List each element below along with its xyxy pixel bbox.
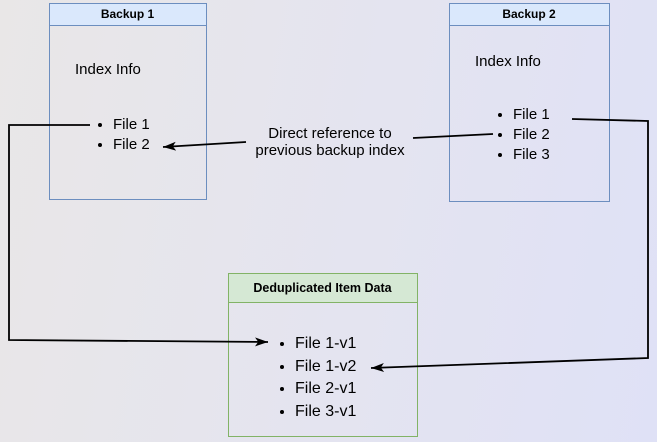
backup1-node: Backup 1 <box>48 3 207 200</box>
direct-reference-label-line2: previous backup index <box>255 142 405 159</box>
list-item-file3-v1: File 3-v1 <box>295 401 356 424</box>
backup2-index-info-label: Index Info <box>475 53 541 70</box>
backup1-header: Backup 1 <box>49 4 206 26</box>
list-item-file2: File 2 <box>113 135 150 155</box>
backup2-header: Backup 2 <box>449 4 609 26</box>
dedup-title: Deduplicated Item Data <box>253 281 392 295</box>
backup1-title: Backup 1 <box>100 7 155 21</box>
direct-reference-label: Direct reference to previous backup inde… <box>220 125 440 159</box>
backup2-title: Backup 2 <box>502 7 556 21</box>
list-item-file1-v1: File 1-v1 <box>295 333 356 356</box>
backup1-index-info-label: Index Info <box>75 61 141 78</box>
backup2-node: Backup 2 <box>448 3 610 202</box>
list-item-file3: File 3 <box>513 145 550 165</box>
list-item-file1-v2: File 1-v2 <box>295 356 356 379</box>
backup2-file-list: File 1 File 2 File 3 <box>493 105 550 165</box>
backup1-file-list: File 1 File 2 <box>93 115 150 155</box>
direct-reference-label-line1: Direct reference to <box>268 125 392 142</box>
list-item-file2: File 2 <box>513 125 550 145</box>
list-item-file1: File 1 <box>113 115 150 135</box>
list-item-file2-v1: File 2-v1 <box>295 378 356 401</box>
list-item-file1: File 1 <box>513 105 550 125</box>
dedup-header: Deduplicated Item Data <box>228 274 417 303</box>
dedup-item-list: File 1-v1 File 1-v2 File 2-v1 File 3-v1 <box>275 333 356 423</box>
